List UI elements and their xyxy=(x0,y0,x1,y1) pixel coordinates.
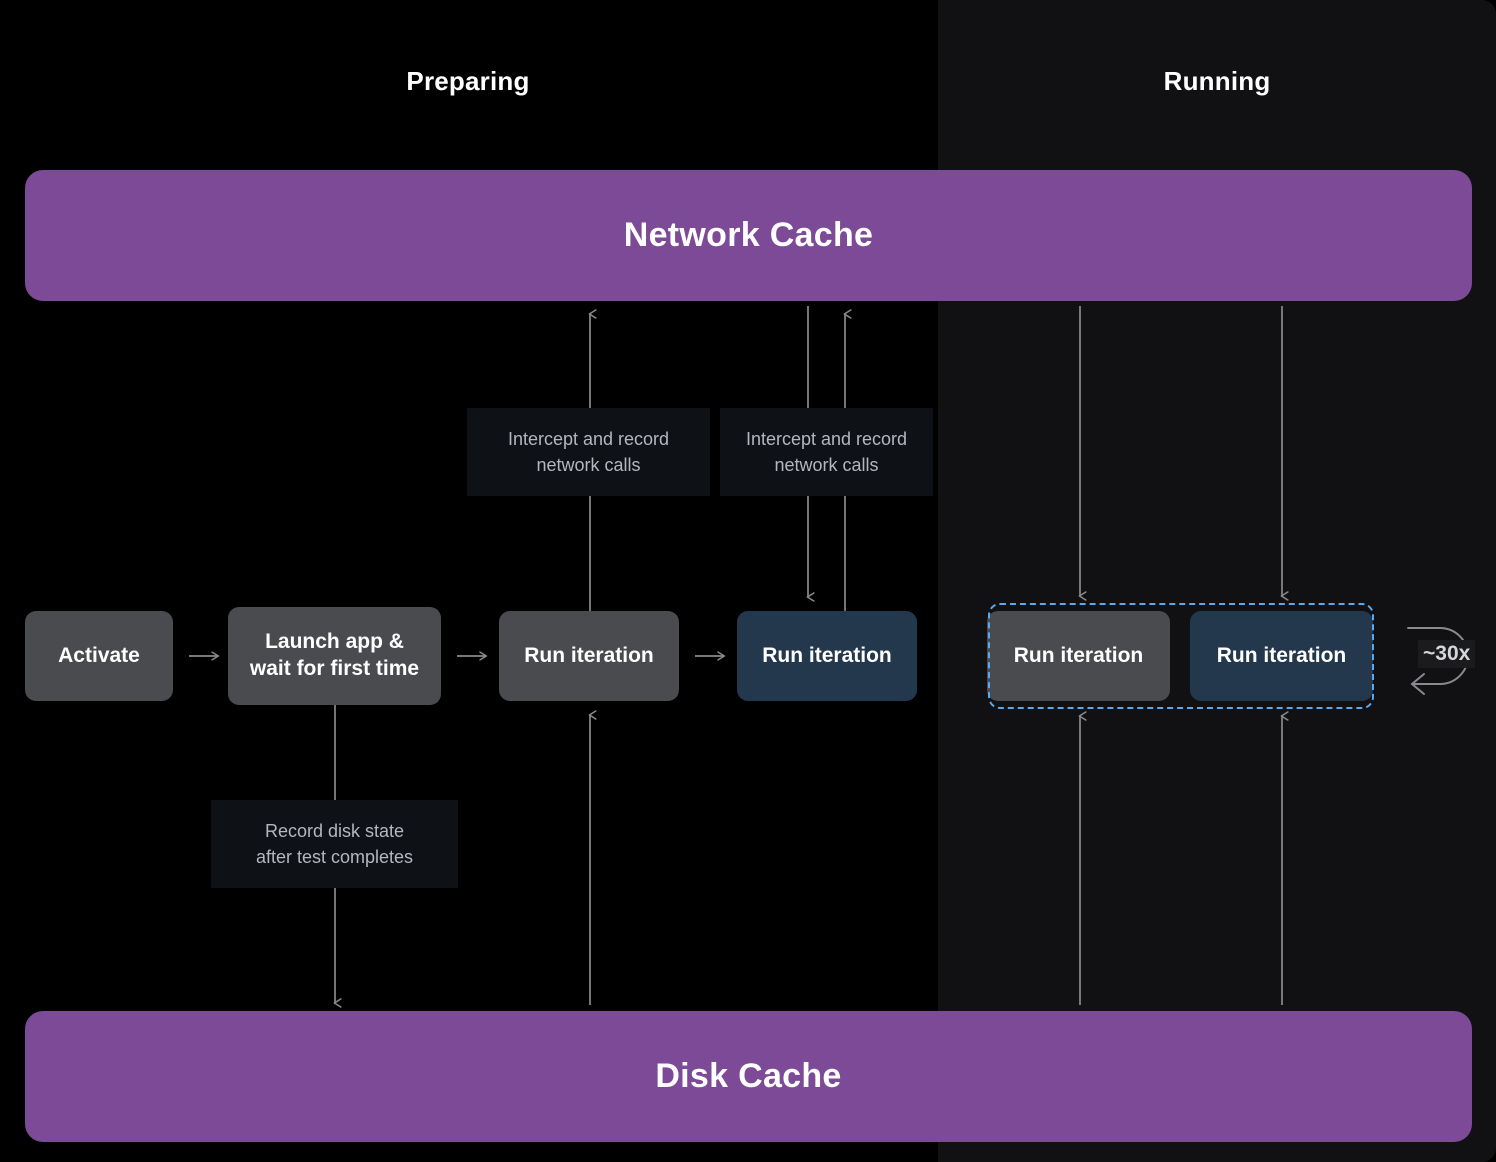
phase-title-running: Running xyxy=(1163,66,1271,96)
network-cache-label: Network Cache xyxy=(623,216,874,254)
annotation-intercept-record-1-line2: network calls xyxy=(536,455,641,475)
disk-cache-label: Disk Cache xyxy=(655,1057,842,1095)
node-launch-app-label: Launch app & wait for first time xyxy=(250,629,419,683)
annotation-record-disk-state-line2: after test completes xyxy=(255,847,414,867)
node-run-iteration-running-1[interactable]: Run iteration xyxy=(987,611,1170,701)
annotation-record-disk-state-line1: Record disk state xyxy=(264,820,405,841)
node-activate-label: Activate xyxy=(58,643,140,667)
node-launch-app[interactable]: Launch app & wait for first time xyxy=(228,607,441,705)
node-run-iteration-running-2[interactable]: Run iteration xyxy=(1190,611,1373,701)
annotation-intercept-record-2: Intercept and record network calls xyxy=(720,408,933,496)
annotation-intercept-record-1-line1: Intercept and record xyxy=(507,428,670,449)
network-cache-bar: Network Cache xyxy=(25,170,1472,301)
annotation-intercept-record-2-line2: network calls xyxy=(774,455,879,475)
node-launch-app-line2: wait for first time xyxy=(249,657,420,680)
node-run-iteration-running-2-label: Run iteration xyxy=(1216,643,1347,667)
node-launch-app-line1: Launch app & xyxy=(265,630,404,654)
node-run-iteration-prepare-1-label: Run iteration xyxy=(524,643,654,667)
node-run-iteration-prepare-2-label: Run iteration xyxy=(762,643,892,667)
node-run-iteration-prepare-2[interactable]: Run iteration xyxy=(737,611,917,701)
annotation-record-disk-state: Record disk state after test completes xyxy=(211,800,458,888)
node-activate[interactable]: Activate xyxy=(25,611,173,701)
disk-cache-bar: Disk Cache xyxy=(25,1011,1472,1142)
phase-title-preparing: Preparing xyxy=(406,66,530,96)
loop-repeat-label: ~30x xyxy=(1418,640,1476,668)
node-run-iteration-prepare-1[interactable]: Run iteration xyxy=(499,611,679,701)
node-run-iteration-running-1-label: Run iteration xyxy=(1013,643,1144,667)
annotation-intercept-record-2-line1: Intercept and record xyxy=(745,428,908,449)
annotation-intercept-record-1: Intercept and record network calls xyxy=(467,408,710,496)
